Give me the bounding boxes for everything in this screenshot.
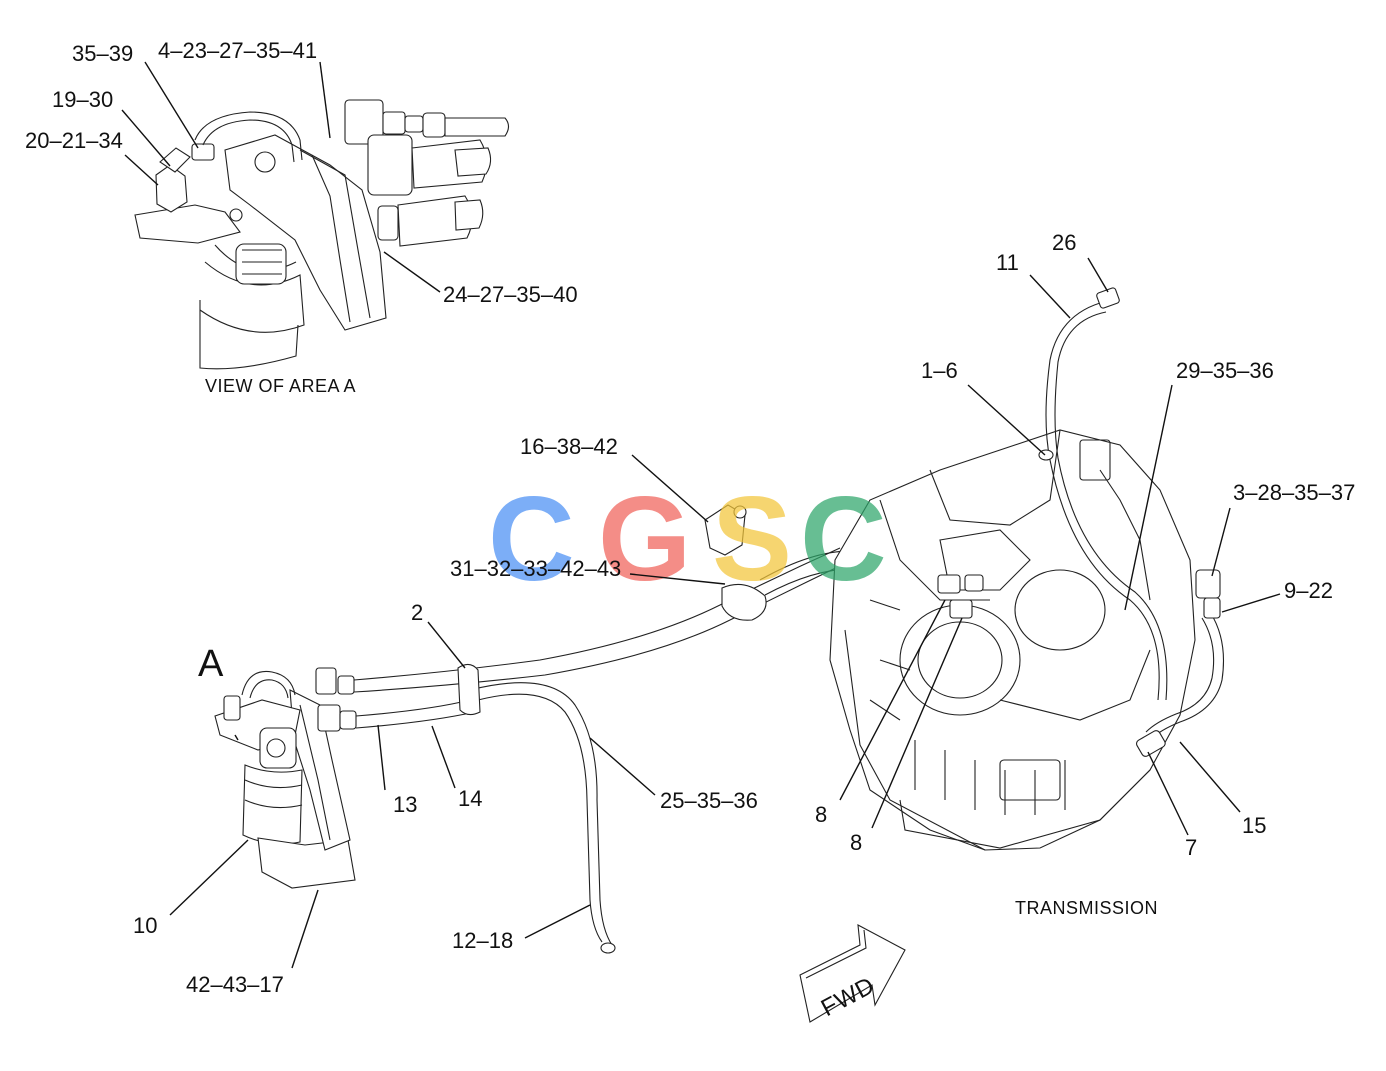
- callout-10: 10: [133, 913, 157, 938]
- hose-15: [1136, 569, 1225, 757]
- callout-24-27-35-40: 24–27–35–40: [443, 282, 578, 307]
- callout-25-35-36: 25–35–36: [660, 788, 758, 813]
- watermark-letter-c1: C: [488, 472, 575, 606]
- callout-16-38-42: 16–38–42: [520, 434, 618, 459]
- watermark-letter-s: S: [712, 472, 792, 606]
- area-a-marker: A: [198, 643, 224, 685]
- detail-view-area-a: [134, 99, 510, 370]
- callout-29-35-36: 29–35–36: [1176, 358, 1274, 383]
- callout-20-21-34: 20–21–34: [25, 128, 123, 153]
- callout-8-lower: 8: [850, 830, 862, 855]
- watermark-cgsc: C G S C: [488, 472, 887, 606]
- callout-11: 11: [996, 250, 1019, 275]
- callout-13: 13: [393, 792, 417, 817]
- callout-26: 26: [1052, 230, 1076, 255]
- callout-8-upper: 8: [815, 802, 827, 827]
- callout-9-22: 9–22: [1284, 578, 1333, 603]
- callout-7: 7: [1185, 835, 1197, 860]
- fwd-arrow-icon: FWD: [799, 924, 906, 1023]
- leader-lines: [121, 61, 1281, 969]
- callout-42-43-17: 42–43–17: [186, 972, 284, 997]
- callout-15: 15: [1242, 813, 1266, 838]
- callout-3-28-35-37: 3–28–35–37: [1233, 480, 1355, 505]
- callout-19-30: 19–30: [52, 87, 113, 112]
- callout-35-39: 35–39: [72, 41, 133, 66]
- hose-11: [1038, 287, 1168, 701]
- watermark-letter-c2: C: [800, 472, 887, 606]
- transmission-body: [829, 429, 1196, 851]
- fuel-filter-assembly: [214, 667, 357, 889]
- callout-14: 14: [458, 786, 482, 811]
- callout-4-23-27-35-41: 4–23–27–35–41: [158, 38, 317, 63]
- callout-2: 2: [411, 600, 423, 625]
- callout-31-32-33-42-43: 31–32–33–42–43: [450, 556, 621, 581]
- watermark-letter-g: G: [598, 472, 691, 606]
- callout-12-18: 12–18: [452, 928, 513, 953]
- callout-1-6: 1–6: [921, 358, 958, 383]
- callout-labels: 35–39 4–23–27–35–41 19–30 20–21–34 24–27…: [25, 38, 1355, 997]
- view-of-area-a-caption: VIEW OF AREA A: [205, 376, 356, 396]
- hose-runs: [353, 504, 916, 954]
- transmission-caption: TRANSMISSION: [1015, 898, 1158, 918]
